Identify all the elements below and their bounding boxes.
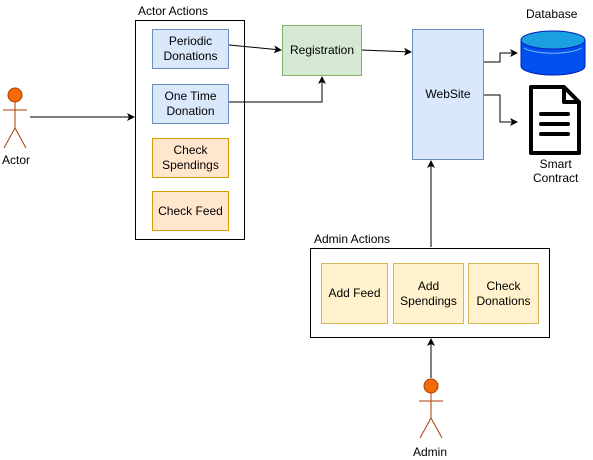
edge-onetime-to-registration (229, 76, 326, 103)
smart-contract-label: Smart Contract (533, 157, 579, 185)
edge-website-to-database (484, 49, 518, 63)
database-label: Database (526, 7, 578, 21)
document-icon (529, 85, 581, 155)
check-feed-box[interactable]: Check Feed (152, 191, 229, 231)
registration-box[interactable]: Registration (282, 25, 362, 76)
add-feed-box[interactable]: Add Feed (321, 263, 388, 324)
admin-label: Admin (413, 445, 448, 459)
periodic-donations-box[interactable]: Periodic Donations (152, 29, 229, 69)
one-time-donation-box[interactable]: One Time Donation (152, 84, 229, 124)
database-icon (520, 30, 586, 76)
edge-website-to-smart-contract (484, 94, 518, 126)
admin-person-icon (419, 378, 443, 439)
check-donations-box[interactable]: Check Donations (468, 263, 539, 324)
actor-actions-title: Actor Actions (138, 4, 209, 18)
edge-registration-to-website (361, 47, 412, 56)
admin-actions-title: Admin Actions (314, 232, 391, 246)
check-spendings-box[interactable]: Check Spendings (152, 138, 229, 178)
actor-label: Actor (2, 153, 31, 167)
website-box[interactable]: WebSite (412, 29, 484, 160)
actor-person-icon (3, 87, 27, 149)
add-spendings-box[interactable]: Add Spendings (393, 263, 464, 324)
edge-periodic-to-registration (228, 44, 282, 54)
